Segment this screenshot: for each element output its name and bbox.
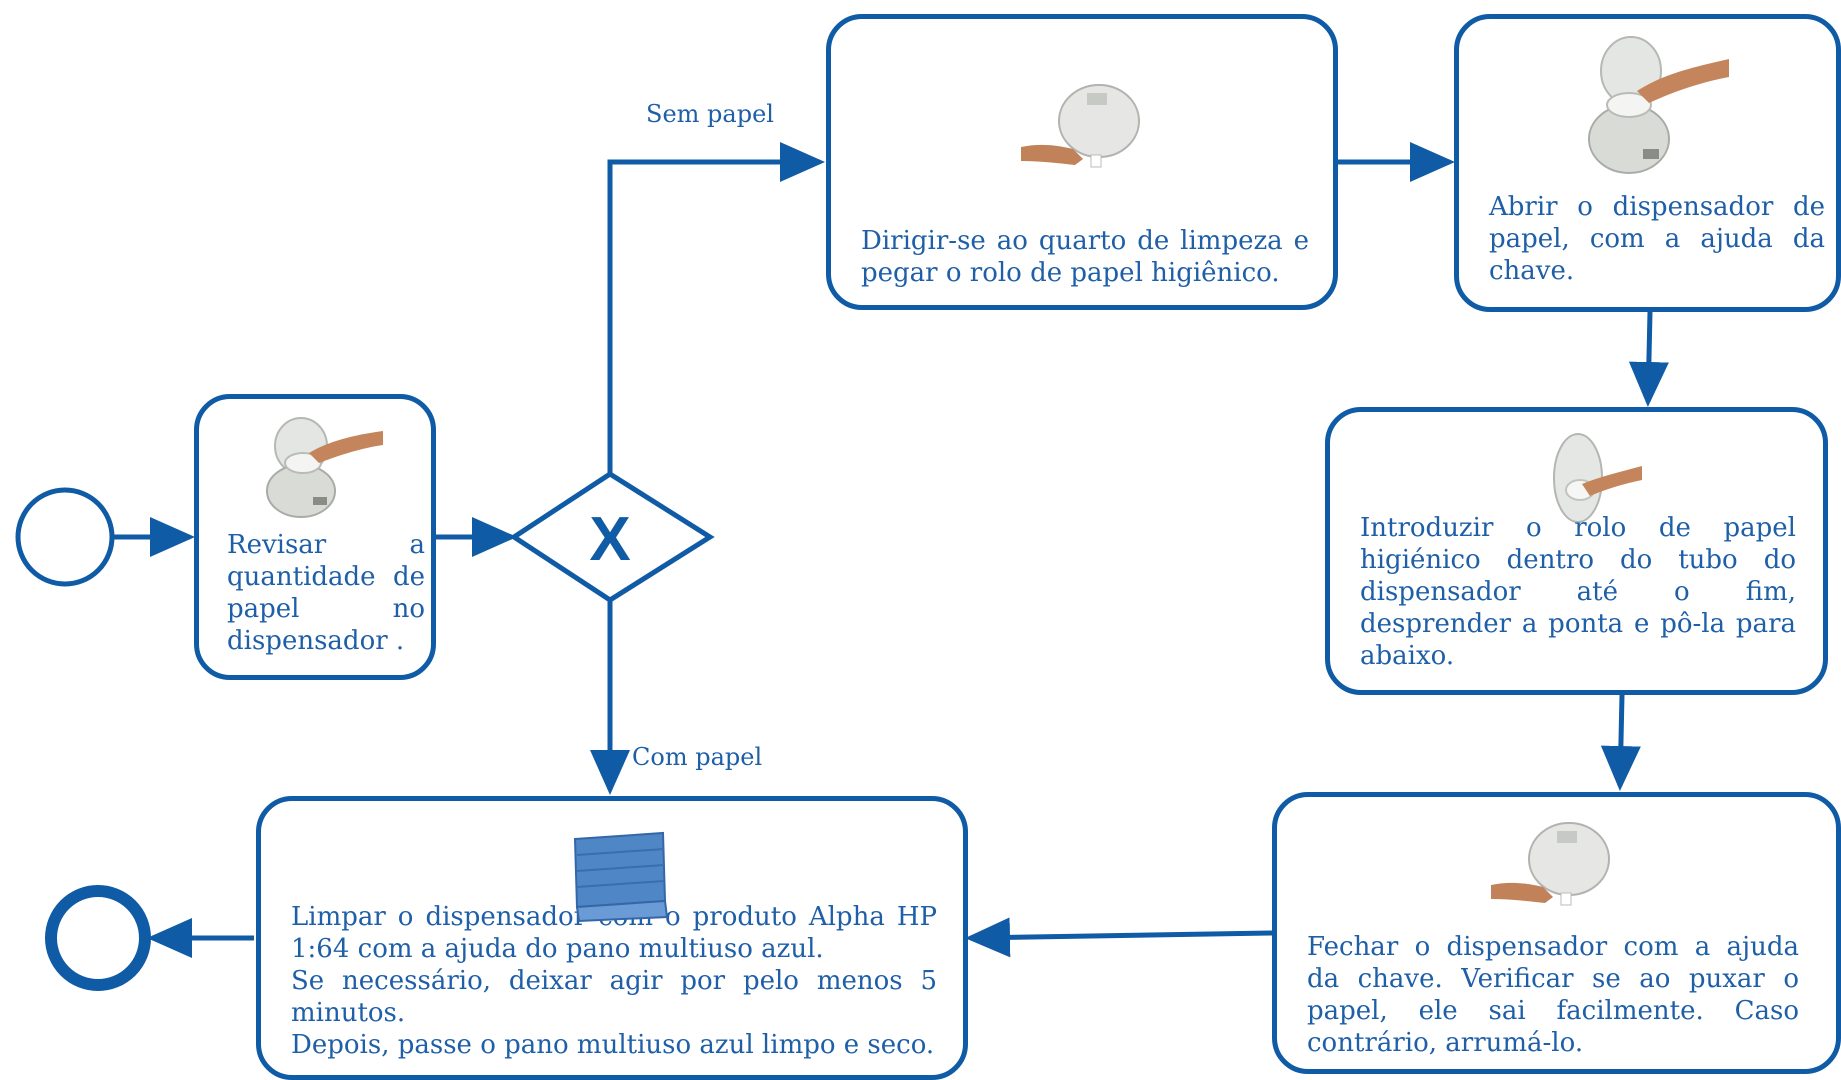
task-check-text: Revisar a quantidade de papel no dispens… bbox=[227, 530, 425, 656]
edge-gateway-fetch bbox=[607, 142, 825, 474]
blue-cloth-stack-icon bbox=[573, 831, 669, 923]
task-check[interactable]: Revisar a quantidade de papel no dispens… bbox=[194, 394, 436, 680]
task-close-text: Fechar o dispensador com a ajuda da chav… bbox=[1307, 932, 1799, 1058]
task-close[interactable]: Fechar o dispensador com a ajuda da chav… bbox=[1272, 792, 1841, 1074]
dispenser-closed-illustration bbox=[1491, 822, 1610, 906]
task-clean-text: Limpar o dispensador com o produto Alpha… bbox=[291, 901, 937, 1061]
task-clean-line-3: Depois, passe o pano multiuso azul limpo… bbox=[291, 1030, 935, 1060]
end-event bbox=[45, 885, 151, 991]
gateway-symbol: X bbox=[589, 505, 630, 574]
dispenser-insert-illustration bbox=[1553, 433, 1642, 523]
edge-close-clean bbox=[965, 917, 1273, 958]
task-open[interactable]: Abrir o dispensador de papel, com a ajud… bbox=[1454, 14, 1841, 312]
task-insert[interactable]: Introduzir o rolo de papel higiénico den… bbox=[1325, 407, 1828, 695]
task-open-text: Abrir o dispensador de papel, com a ajud… bbox=[1489, 192, 1825, 286]
task-fetch-text: Dirigir-se ao quarto de limpeza e pegar … bbox=[861, 226, 1309, 288]
task-clean[interactable]: Limpar o dispensador com o produto Alpha… bbox=[256, 796, 968, 1080]
task-clean-line-2: Se necessário, deixar agir por pelo meno… bbox=[291, 966, 937, 1028]
edge-insert-close bbox=[1600, 694, 1641, 791]
dispenser-closed-illustration bbox=[1021, 84, 1140, 168]
label-no-paper: Sem papel bbox=[646, 100, 774, 128]
task-insert-text: Introduzir o rolo de papel higiénico den… bbox=[1360, 513, 1796, 671]
exclusive-gateway bbox=[509, 471, 715, 603]
start-event bbox=[15, 487, 115, 587]
task-fetch[interactable]: Dirigir-se ao quarto de limpeza e pegar … bbox=[826, 14, 1338, 310]
dispenser-open-illustration bbox=[266, 417, 383, 518]
dispenser-open-illustration bbox=[1588, 36, 1729, 174]
edge-open-insert bbox=[1628, 311, 1669, 407]
label-with-paper: Com papel bbox=[632, 743, 763, 771]
